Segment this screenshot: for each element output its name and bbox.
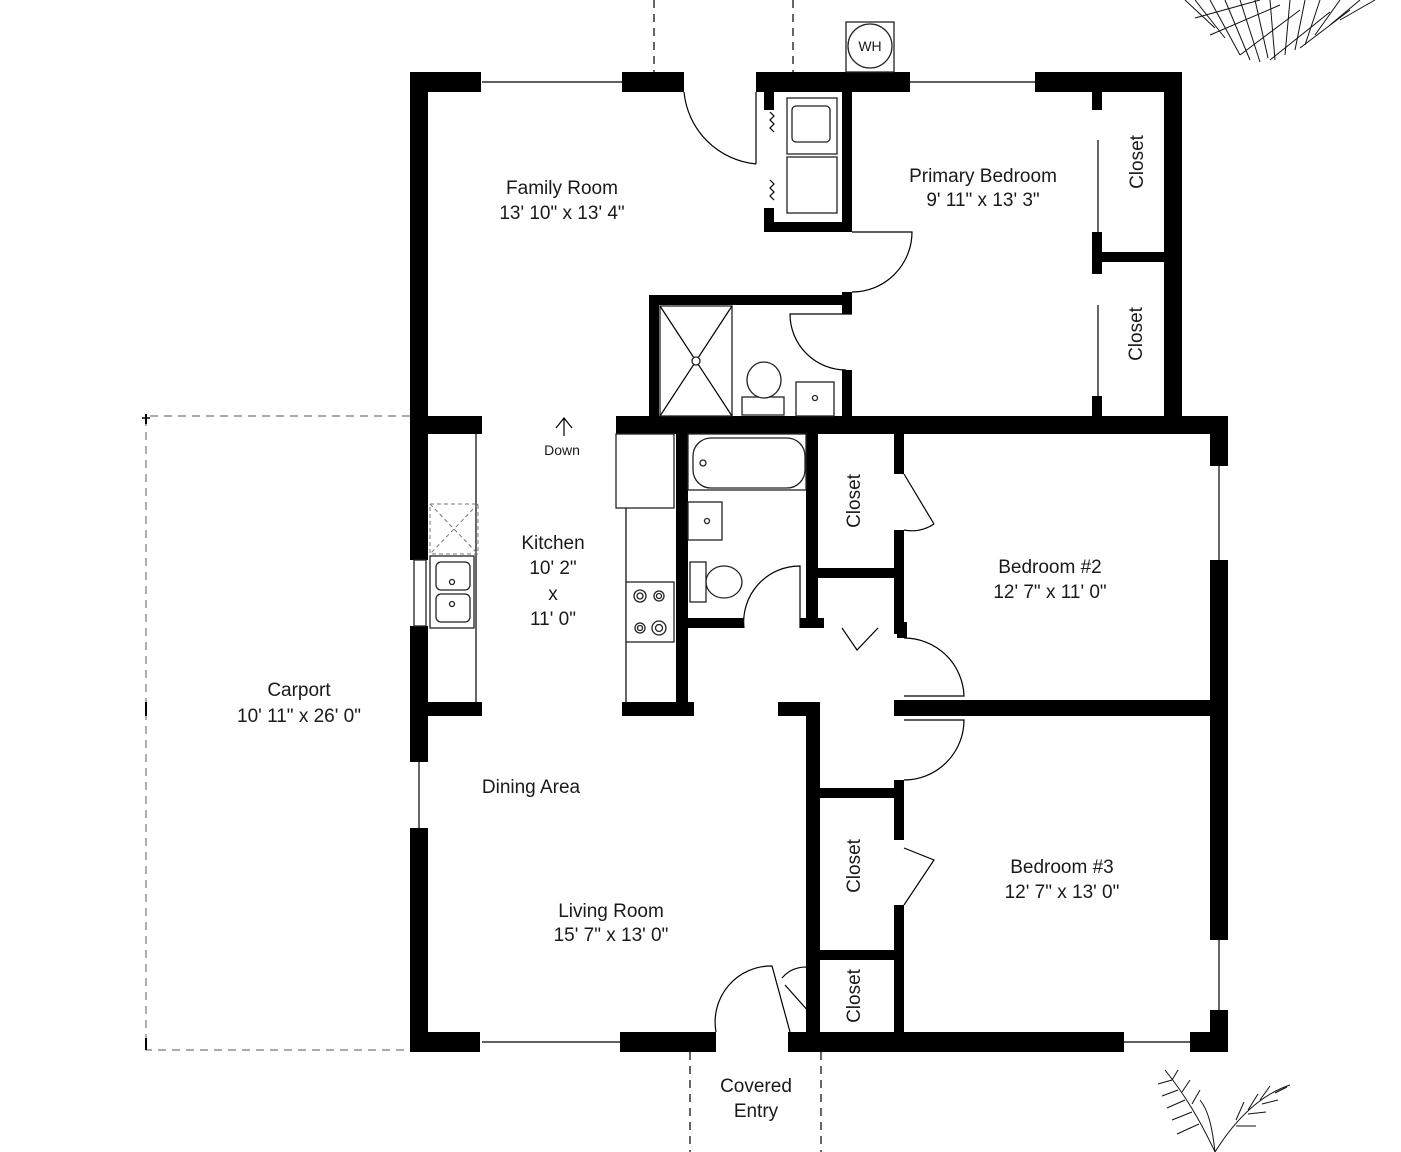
room-kitchen: Kitchen 10' 2" x 11' 0" xyxy=(521,533,584,630)
room-family-room: Family Room 13' 10" x 13' 4" xyxy=(499,178,624,224)
svg-text:10' 2": 10' 2" xyxy=(529,558,576,579)
windows xyxy=(413,81,1220,1043)
shower-icon xyxy=(659,305,733,417)
closet-label-primary-2: Closet xyxy=(1126,306,1147,361)
svg-text:Primary Bedroom: Primary Bedroom xyxy=(909,166,1057,187)
dishwasher-icon xyxy=(429,503,479,555)
svg-text:Entry: Entry xyxy=(734,1101,779,1122)
svg-text:9' 11" x 13' 3": 9' 11" x 13' 3" xyxy=(926,190,1039,211)
carport-outline xyxy=(142,414,410,1051)
svg-text:Dining Area: Dining Area xyxy=(482,777,581,798)
stove-icon xyxy=(625,581,675,643)
closet-label-bedroom-3: Closet xyxy=(844,838,865,893)
svg-text:Carport: Carport xyxy=(267,680,331,701)
room-primary-bedroom: Primary Bedroom 9' 11" x 13' 3" xyxy=(909,166,1057,211)
doors xyxy=(683,91,965,1033)
room-carport: Carport 10' 11" x 26' 0" xyxy=(237,680,361,727)
fixtures: WH xyxy=(429,21,1099,702)
svg-text:13' 10" x 13' 4": 13' 10" x 13' 4" xyxy=(499,203,624,224)
svg-text:WH: WH xyxy=(858,38,881,54)
bath-toilet-icon xyxy=(689,561,743,603)
plant-icon-bottom-right xyxy=(1157,1069,1291,1152)
svg-text:11' 0": 11' 0" xyxy=(530,609,576,630)
svg-text:Covered: Covered xyxy=(720,1076,792,1097)
closet-label-bedroom-2: Closet xyxy=(844,473,865,528)
bath-sink-icon xyxy=(687,501,723,541)
svg-text:15' 7" x 13' 0": 15' 7" x 13' 0" xyxy=(554,925,669,946)
refrigerator-icon xyxy=(615,433,675,509)
room-labels: Family Room 13' 10" x 13' 4" Primary Bed… xyxy=(237,134,1148,1122)
closet-label-entry: Closet xyxy=(844,968,865,1023)
svg-text:Living Room: Living Room xyxy=(558,901,664,922)
room-living-room: Living Room 15' 7" x 13' 0" xyxy=(554,901,669,946)
room-bedroom-3: Bedroom #3 12' 7" x 13' 0" xyxy=(1005,857,1120,903)
room-covered-entry: Covered Entry xyxy=(720,1076,792,1122)
interior-walls xyxy=(428,92,1228,1035)
toilet-icon xyxy=(741,361,785,416)
svg-text:10' 11" x 26' 0": 10' 11" x 26' 0" xyxy=(237,706,361,727)
svg-text:Bedroom #3: Bedroom #3 xyxy=(1010,857,1114,878)
water-heater-icon: WH xyxy=(845,21,895,73)
plant-icon-top-right xyxy=(1184,0,1376,63)
bathtub-icon xyxy=(687,433,807,491)
svg-text:Bedroom #2: Bedroom #2 xyxy=(998,557,1102,578)
room-dining-area: Dining Area xyxy=(482,777,581,798)
stair-label: Down xyxy=(544,442,580,458)
rear-porch-outline xyxy=(653,0,794,72)
room-bedroom-2: Bedroom #2 12' 7" x 11' 0" xyxy=(993,557,1106,603)
washer-dryer-icon xyxy=(769,97,838,214)
svg-text:x: x xyxy=(548,584,558,605)
svg-text:12' 7" x 13' 0": 12' 7" x 13' 0" xyxy=(1005,882,1120,903)
stair-arrow-icon xyxy=(555,417,573,436)
svg-text:Kitchen: Kitchen xyxy=(521,533,584,554)
svg-text:Family Room: Family Room xyxy=(506,178,618,199)
sink-icon xyxy=(795,381,835,417)
closet-label-primary-1: Closet xyxy=(1127,134,1148,189)
covered-entry-outline xyxy=(689,1052,822,1152)
svg-text:12' 7" x 11' 0": 12' 7" x 11' 0" xyxy=(993,582,1106,603)
exterior-walls xyxy=(408,72,1228,1052)
kitchen-sink-icon xyxy=(429,555,475,629)
